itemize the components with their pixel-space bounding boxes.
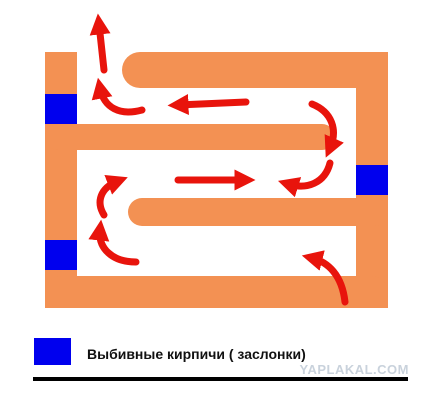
knockout-bricks bbox=[45, 94, 388, 270]
arrow-upper-leftward bbox=[167, 94, 250, 116]
knockout-brick-right bbox=[356, 165, 388, 195]
arrow-turn-left-lower-1 bbox=[88, 219, 140, 266]
top-right-baffle bbox=[122, 52, 388, 88]
upper-left-baffle bbox=[45, 124, 335, 150]
knockout-brick-lower-left bbox=[45, 240, 77, 270]
bottom-divider-line bbox=[33, 377, 408, 381]
bottom-wall bbox=[45, 276, 388, 308]
channel-walls bbox=[45, 52, 388, 308]
watermark: YAPLAKAL.COM bbox=[299, 362, 409, 377]
arrow-turn-left-lower-2 bbox=[96, 175, 128, 219]
knockout-brick-upper-left bbox=[45, 94, 77, 124]
middle-right-baffle bbox=[128, 198, 388, 226]
arrow-entry-bottom-right bbox=[301, 250, 349, 306]
arrow-turn-right-upper bbox=[308, 100, 344, 158]
arrow-exit-up bbox=[89, 13, 111, 74]
smoke-flow-arrows bbox=[88, 13, 349, 306]
legend-label: Выбивные кирпичи ( заслонки) bbox=[87, 346, 306, 362]
legend-brick-swatch bbox=[34, 338, 71, 365]
arrow-turn-left-upper bbox=[91, 77, 146, 116]
arrow-turn-right-lower bbox=[277, 159, 334, 198]
